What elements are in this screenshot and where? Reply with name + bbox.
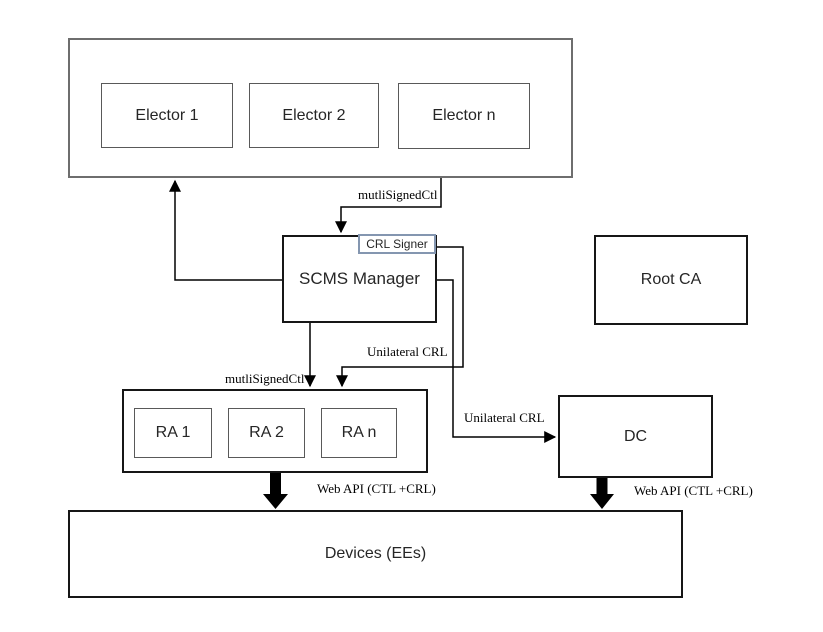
edge-ra-to-devices-thick-arrow bbox=[263, 472, 288, 509]
edge-label-mutlisignedctl-bottom: mutliSignedCtl bbox=[225, 371, 305, 386]
edge-crlsigner-to-ra bbox=[336, 246, 464, 388]
edge-scms-to-dc bbox=[437, 279, 557, 443]
node-elector-n-label: Elector n bbox=[432, 107, 496, 124]
edge-label-unilateral-crl-ra: Unilateral CRL bbox=[367, 344, 448, 359]
edge-label-webapi-dc: Web API (CTL +CRL) bbox=[634, 483, 753, 498]
node-crl-signer: CRL Signer bbox=[358, 234, 436, 254]
edge-label-webapi-ra: Web API (CTL +CRL) bbox=[317, 481, 436, 496]
edge-electors-to-scms bbox=[335, 178, 442, 234]
node-root-ca-label: Root CA bbox=[640, 271, 702, 288]
node-elector-2: Elector 2 bbox=[249, 83, 379, 148]
node-dc-label: DC bbox=[623, 427, 648, 445]
node-crl-signer-label: CRL Signer bbox=[366, 237, 428, 251]
node-ra-n-label: RA n bbox=[341, 424, 377, 441]
node-ra-2: RA 2 bbox=[228, 408, 305, 458]
node-ra-1: RA 1 bbox=[134, 408, 212, 458]
node-elector-1: Elector 1 bbox=[101, 83, 233, 148]
edge-scms-to-electors bbox=[169, 179, 282, 281]
node-elector-n: Elector n bbox=[398, 83, 530, 149]
node-ra-n: RA n bbox=[321, 408, 397, 458]
node-devices-label: Devices (EEs) bbox=[324, 545, 427, 562]
edge-label-unilateral-crl-dc: Unilateral CRL bbox=[464, 410, 545, 425]
node-ra-2-label: RA 2 bbox=[249, 424, 284, 441]
node-elector-1-label: Elector 1 bbox=[135, 106, 199, 124]
node-ra-1-label: RA 1 bbox=[155, 424, 191, 441]
node-devices: Devices (EEs) bbox=[68, 510, 683, 598]
node-dc: DC bbox=[558, 395, 713, 478]
edge-label-mutlisignedctl-top: mutliSignedCtl bbox=[358, 187, 438, 202]
edge-dc-to-devices-thick-arrow bbox=[590, 478, 614, 509]
node-elector-2-label: Elector 2 bbox=[282, 106, 346, 124]
node-scms-manager-label: SCMS Manager bbox=[299, 269, 420, 288]
node-root-ca: Root CA bbox=[594, 235, 748, 325]
